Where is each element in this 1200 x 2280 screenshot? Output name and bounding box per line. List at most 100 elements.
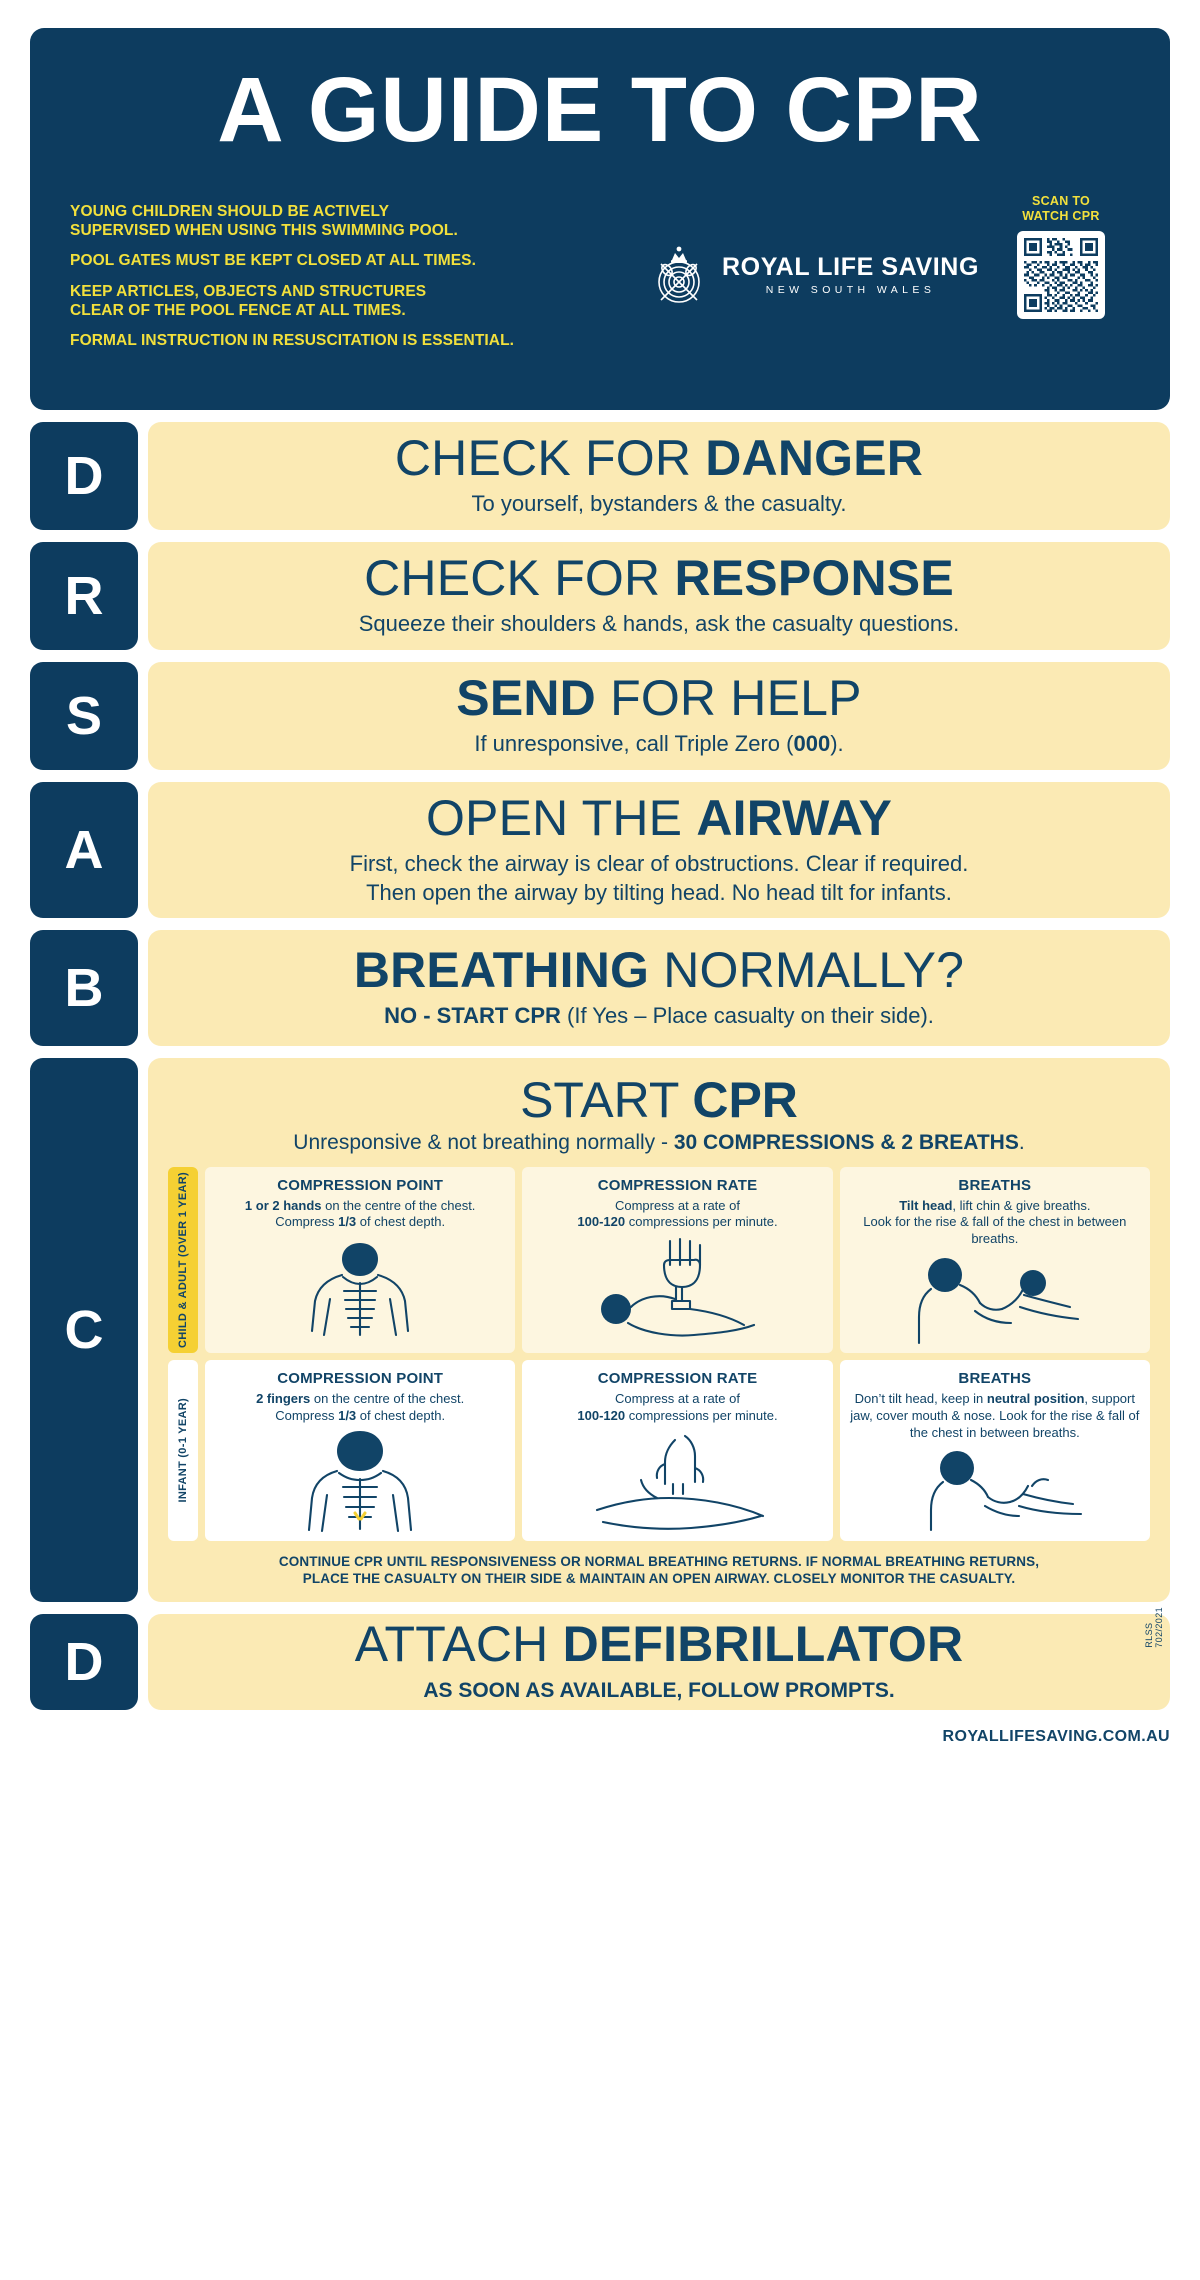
infant-compression-fingers-icon: [530, 1427, 824, 1537]
cpr-cell-infant-breaths: BREATHS Don’t tilt head, keep in neutral…: [839, 1360, 1150, 1541]
subtext-bold: NO - START CPR: [384, 1003, 561, 1029]
lifesaving-crest-icon: [650, 244, 708, 306]
cell-text: Don’t tilt head, keep in neutral positio…: [848, 1391, 1142, 1441]
step-subtext-airway-line1: First, check the airway is clear of obst…: [349, 851, 969, 877]
qr-scan-block: SCAN TO WATCH CPR: [1000, 194, 1122, 319]
safety-notice-item: POOL GATES MUST BE KEPT CLOSED AT ALL TI…: [70, 252, 476, 270]
cell-text-rest: , support jaw, cover mouth & nose. Look …: [850, 1391, 1140, 1440]
step-heading-response: CHECK FOR RESPONSE: [364, 549, 954, 606]
cpr-cells-adult: COMPRESSION POINT 1 or 2 hands on the ce…: [205, 1166, 1150, 1354]
band-tab-infant: INFANT (0-1 YEAR): [168, 1360, 198, 1541]
step-heading-light: FOR HELP: [595, 669, 862, 726]
poster-header: A GUIDE TO CPR YOUNG CHILDREN SHOULD BE …: [30, 28, 1170, 410]
cpr-cell-infant-compression-rate: COMPRESSION RATE Compress at a rate of 1…: [522, 1360, 833, 1541]
subtext-suffix: ).: [830, 731, 844, 757]
band-tab-adult-label: CHILD & ADULT (OVER 1 YEAR): [177, 1171, 189, 1348]
cell-text: Compress 1/3 of chest depth.: [213, 1214, 507, 1231]
step-heading-bold: BREATHING: [353, 941, 650, 998]
qr-code-icon[interactable]: [1017, 230, 1105, 319]
document-code: RLSS 702/2021: [1144, 1606, 1164, 1648]
final-step-wrapper: D ATTACH DEFIBRILLATOR AS SOON AS AVAILA…: [30, 1607, 1170, 1710]
step-panel-breathing: BREATHING NORMALLY? NO - START CPR (If Y…: [148, 930, 1170, 1046]
safety-notice-item: YOUNG CHILDREN SHOULD BE ACTIVELY SUPERV…: [70, 203, 458, 240]
step-row-airway: A OPEN THE AIRWAY First, check the airwa…: [30, 782, 1170, 918]
step-heading-light: NORMALLY?: [649, 941, 965, 998]
cpr-footnote: CONTINUE CPR UNTIL RESPONSIVENESS OR NOR…: [278, 1553, 1040, 1587]
step-heading-bold: AIRWAY: [696, 789, 893, 846]
cpr-subtext-suffix: .: [1018, 1130, 1025, 1154]
logo-subtitle: NEW SOUTH WALES: [765, 283, 936, 296]
infant-torso-compression-icon: [213, 1427, 507, 1537]
band-tab-adult: CHILD & ADULT (OVER 1 YEAR): [168, 1166, 198, 1354]
step-heading-light: CHECK FOR: [394, 429, 706, 486]
safety-notice-item: KEEP ARTICLES, OBJECTS AND STRUCTURES CL…: [70, 282, 427, 319]
cell-text: Compress at a rate of: [614, 1391, 740, 1407]
cell-title: BREATHS: [958, 1176, 1032, 1194]
cell-text-suffix: compressions per minute.: [625, 1408, 778, 1423]
poster-footer: ROYALLIFESAVING.COM.AU: [30, 1722, 1170, 1764]
cell-text-suffix: compressions per minute.: [625, 1214, 778, 1230]
infant-rescue-breath-icon: [848, 1443, 1142, 1536]
cpr-subtext: Unresponsive & not breathing normally - …: [168, 1131, 1150, 1155]
page-title: A GUIDE TO CPR: [217, 59, 983, 161]
cpr-cells-infant: COMPRESSION POINT 2 fingers on the centr…: [205, 1360, 1150, 1541]
subtext-prefix: If unresponsive, call Triple Zero (: [474, 731, 794, 757]
step-panel-airway: OPEN THE AIRWAY First, check the airway …: [148, 782, 1170, 918]
step-letter-r: R: [30, 542, 138, 650]
cpr-heading-light: START: [520, 1072, 693, 1128]
step-panel-send: SEND FOR HELP If unresponsive, call Trip…: [148, 662, 1170, 770]
cpr-cell-adult-compression-rate: COMPRESSION RATE Compress at a rate of 1…: [522, 1166, 833, 1354]
step-row-response: R CHECK FOR RESPONSE Squeeze their shoul…: [30, 542, 1170, 650]
cell-text-rest: on the centre of the chest.: [321, 1197, 476, 1213]
step-heading-bold: RESPONSE: [674, 549, 954, 606]
cell-text: Look for the rise & fall of the chest in…: [863, 1214, 1127, 1246]
cell-text-prefix: Compress: [275, 1214, 339, 1230]
cell-text: Tilt head, lift chin & give breaths.: [848, 1198, 1142, 1215]
step-subtext-response: Squeeze their shoulders & hands, ask the…: [358, 611, 960, 637]
step-subtext-danger: To yourself, bystanders & the casualty.: [471, 491, 847, 517]
qr-caption: SCAN TO WATCH CPR: [1022, 194, 1100, 223]
safety-notice-list: YOUNG CHILDREN SHOULD BE ACTIVELY SUPERV…: [70, 198, 550, 361]
step-subtext-breathing: NO - START CPR (If Yes – Place casualty …: [384, 1002, 934, 1031]
step-letter-d2: D: [30, 1613, 138, 1710]
cpr-cell-infant-compression-point: COMPRESSION POINT 2 fingers on the centr…: [205, 1360, 516, 1541]
step-letter-s: S: [30, 662, 138, 770]
cell-title: COMPRESSION POINT: [277, 1176, 444, 1194]
cell-title: COMPRESSION RATE: [597, 1176, 758, 1194]
step-subtext-airway-line2: Then open the airway by tilting head. No…: [366, 879, 952, 905]
cell-text-bold: 1/3: [338, 1214, 357, 1230]
cell-text-bold: 1/3: [338, 1408, 357, 1423]
step-letter-d: D: [30, 422, 138, 530]
header-body: YOUNG CHILDREN SHOULD BE ACTIVELY SUPERV…: [70, 194, 1130, 368]
step-row-send: S SEND FOR HELP If unresponsive, call Tr…: [30, 662, 1170, 770]
emergency-number: 000: [793, 731, 831, 757]
step-heading-defibrillator: ATTACH DEFIBRILLATOR: [355, 1619, 964, 1671]
cell-text-bold: 2 fingers: [256, 1391, 311, 1407]
adult-rescue-breath-icon: [848, 1249, 1142, 1349]
cpr-band-infant: INFANT (0-1 YEAR) COMPRESSION POINT 2 fi…: [168, 1360, 1150, 1541]
cell-text: 2 fingers on the centre of the chest.: [213, 1391, 507, 1408]
adult-torso-compression-icon: [213, 1233, 507, 1350]
cell-text-suffix: of chest depth.: [356, 1408, 446, 1423]
website-url[interactable]: ROYALLIFESAVING.COM.AU: [942, 1727, 1170, 1745]
cpr-cell-adult-breaths: BREATHS Tilt head, lift chin & give brea…: [839, 1166, 1150, 1354]
step-letter-a: A: [30, 782, 138, 918]
step-panel-response: CHECK FOR RESPONSE Squeeze their shoulde…: [148, 542, 1170, 650]
step-heading-send: SEND FOR HELP: [456, 669, 862, 726]
step-letter-c: C: [30, 1058, 138, 1602]
cell-text-suffix: of chest depth.: [356, 1214, 446, 1230]
cell-title: COMPRESSION RATE: [597, 1370, 758, 1388]
step-heading-breathing: BREATHING NORMALLY?: [353, 941, 965, 998]
cell-title: BREATHS: [958, 1370, 1032, 1388]
step-letter-b: B: [30, 930, 138, 1046]
band-tab-infant-label: INFANT (0-1 YEAR): [177, 1398, 189, 1503]
step-heading-danger: CHECK FOR DANGER: [394, 429, 923, 486]
cpr-heading-bold: CPR: [692, 1072, 798, 1128]
cpr-ratio: 30 COMPRESSIONS & 2 BREATHS: [673, 1130, 1019, 1154]
step-heading-airway: OPEN THE AIRWAY: [426, 789, 893, 846]
cell-text: 100-120 compressions per minute.: [530, 1214, 824, 1231]
royal-life-saving-logo: ROYAL LIFE SAVING NEW SOUTH WALES: [650, 244, 979, 306]
cell-text-bold: neutral position: [986, 1391, 1085, 1407]
cpr-technique-grid: CHILD & ADULT (OVER 1 YEAR) COMPRESSION …: [168, 1166, 1150, 1541]
cell-text-bold: 1 or 2 hands: [244, 1197, 322, 1213]
